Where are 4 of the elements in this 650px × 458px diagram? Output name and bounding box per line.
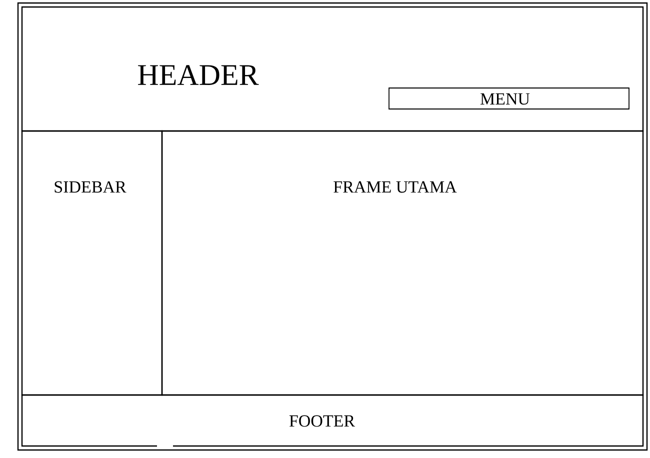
main-frame-panel: FRAME UTAMA: [161, 130, 644, 396]
sidebar-panel: SIDEBAR: [21, 130, 163, 396]
menu-box: MENU: [388, 88, 630, 110]
footer-band: FOOTER: [21, 394, 644, 447]
